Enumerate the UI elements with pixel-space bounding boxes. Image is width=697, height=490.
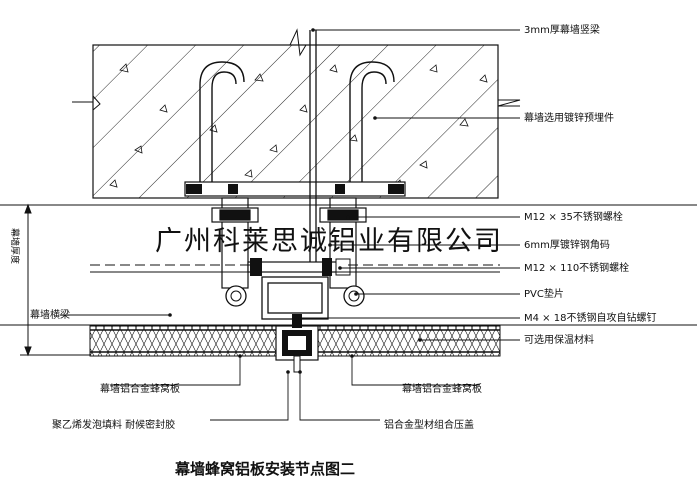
label-angle-code: 6mm厚镀锌钢角码	[524, 238, 610, 251]
label-foam-sealant: 聚乙烯发泡填料 耐候密封胶	[52, 418, 175, 431]
watermark: 广州科莱思诚铝业有限公司	[155, 226, 503, 257]
label-honeycomb-right: 幕墙铝合金蜂窝板	[402, 382, 482, 395]
label-screw-m4x18: M4 × 18不锈钢自攻自钻螺钉	[524, 311, 656, 324]
embedded-plate	[184, 181, 406, 197]
honeycomb-panel-left	[89, 325, 277, 357]
layer-lines	[0, 204, 697, 326]
label-insulation: 可选用保温材料	[524, 333, 594, 346]
label-embedded-part: 幕墙选用镀锌预埋件	[524, 111, 614, 124]
label-honeycomb-left: 幕墙铝合金蜂窝板	[100, 382, 180, 395]
pressure-cap	[275, 314, 319, 373]
concrete-wall	[72, 28, 521, 199]
leader-lines	[60, 29, 520, 421]
diagram-title: 幕墙蜂窝铝板安装节点图二	[174, 460, 355, 478]
screw-heads	[225, 285, 365, 307]
embedded-anchor-left	[199, 61, 245, 185]
label-bolt-m12x110: M12 × 110不锈钢螺栓	[524, 261, 629, 274]
label-pvc-gasket: PVC垫片	[524, 287, 564, 300]
embedded-anchor-right	[349, 61, 395, 185]
honeycomb-panel-right	[317, 325, 501, 357]
label-pressure-cap: 铝合金型材组合压盖	[384, 418, 474, 431]
angle-code-left	[211, 197, 259, 289]
label-curtain-thickness: 幕墙厚度	[9, 228, 21, 264]
label-mullion: 3mm厚幕墙竖梁	[524, 23, 600, 36]
mullion	[309, 30, 317, 265]
label-bolt-m12x35: M12 × 35不锈钢螺栓	[524, 210, 623, 223]
transom-tube	[261, 276, 329, 320]
thickness-dimension	[20, 203, 90, 357]
label-transom: 幕墙横梁	[30, 308, 70, 321]
